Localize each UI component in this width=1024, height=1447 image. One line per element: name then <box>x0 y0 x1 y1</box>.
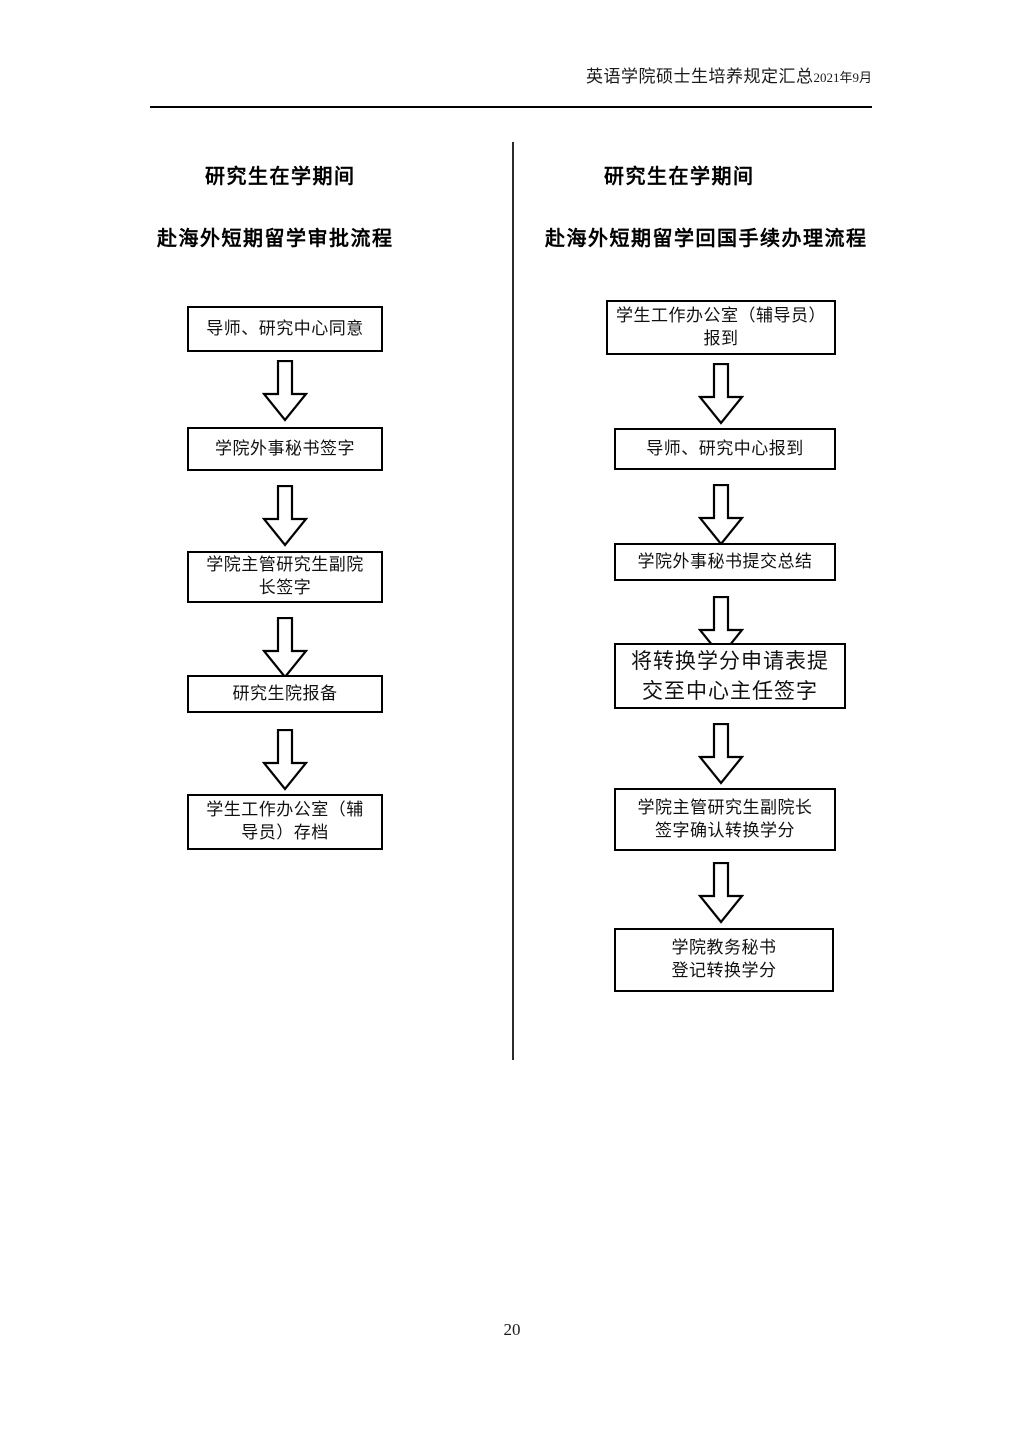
down-block-arrow <box>698 363 744 425</box>
header-rule <box>150 106 872 108</box>
right-step-box-4: 将转换学分申请表提 交至中心主任签字 <box>614 643 846 709</box>
column-divider <box>512 142 514 1060</box>
right-step-box-1: 学生工作办公室（辅导员） 报到 <box>606 300 836 355</box>
down-block-arrow <box>698 723 744 785</box>
down-block-arrow <box>698 862 744 924</box>
left-step-box-1: 导师、研究中心同意 <box>187 306 383 352</box>
right-flow-title-line1: 研究生在学期间 <box>604 166 755 188</box>
right-step-box-5: 学院主管研究生副院长 签字确认转换学分 <box>614 788 836 851</box>
left-step-box-4: 研究生院报备 <box>187 675 383 713</box>
down-block-arrow <box>262 360 308 422</box>
page-header: 英语学院硕士生培养规定汇总2021年9月 <box>150 62 872 87</box>
left-step-box-3: 学院主管研究生副院 长签字 <box>187 551 383 603</box>
down-block-arrow <box>262 485 308 547</box>
right-flow-title-line2: 赴海外短期留学回国手续办理流程 <box>545 228 868 250</box>
right-step-box-2: 导师、研究中心报到 <box>614 428 836 470</box>
header-title: 英语学院硕士生培养规定汇总 <box>585 67 814 86</box>
left-flow-title-line2: 赴海外短期留学审批流程 <box>157 228 394 250</box>
header-date: 2021年9月 <box>813 70 872 85</box>
right-step-box-3: 学院外事秘书提交总结 <box>614 543 836 581</box>
down-block-arrow <box>698 484 744 546</box>
down-block-arrow <box>262 617 308 679</box>
down-block-arrow <box>262 729 308 791</box>
left-step-box-5: 学生工作办公室（辅 导员）存档 <box>187 794 383 850</box>
page-number: 20 <box>503 1320 521 1339</box>
left-step-box-2: 学院外事秘书签字 <box>187 427 383 471</box>
right-step-box-6: 学院教务秘书 登记转换学分 <box>614 928 834 992</box>
left-flow-title-line1: 研究生在学期间 <box>205 166 356 188</box>
